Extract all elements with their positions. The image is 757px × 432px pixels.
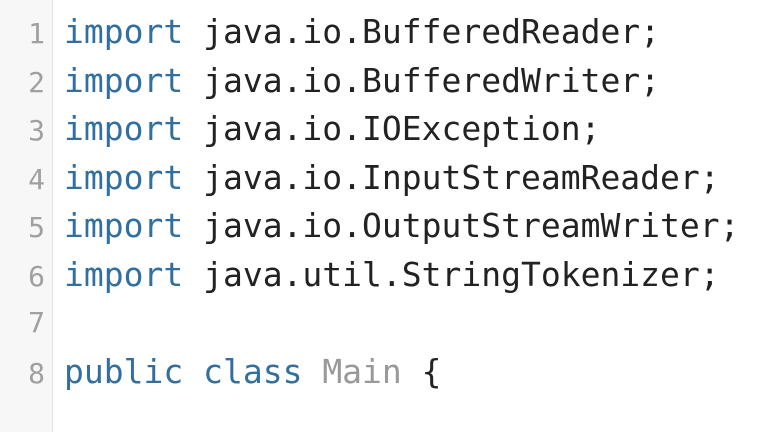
- code-token-class-name: Main: [322, 351, 402, 391]
- line-number: 8: [28, 356, 45, 390]
- code-line[interactable]: 6 import java.util.StringTokenizer;: [0, 251, 757, 300]
- line-number: 7: [28, 306, 45, 339]
- code-line-content: import java.util.StringTokenizer;: [54, 251, 757, 300]
- code-line[interactable]: 2 import java.io.BufferedWriter;: [0, 57, 757, 106]
- code-token-keyword: import: [64, 254, 184, 294]
- code-token-plain: java.io.BufferedWriter;: [183, 60, 661, 100]
- line-number: 5: [28, 211, 45, 244]
- code-token-plain: java.io.IOException;: [183, 109, 601, 148]
- code-token-plain: [183, 352, 203, 391]
- code-token-keyword: import: [64, 60, 184, 100]
- code-line[interactable]: 7: [0, 299, 757, 348]
- code-token-plain: java.io.BufferedReader;: [183, 12, 661, 51]
- code-area[interactable]: 1 import java.io.BufferedReader; 2 import j…: [0, 0, 757, 396]
- code-line-content: public class Main {: [54, 348, 757, 397]
- line-number: 4: [28, 162, 45, 196]
- code-token-plain: java.io.OutputStreamWriter;: [183, 206, 740, 245]
- code-line[interactable]: 3 import java.io.IOException;: [0, 105, 757, 154]
- code-token-plain: java.util.StringTokenizer;: [183, 254, 720, 294]
- code-line[interactable]: 4 import java.io.InputStreamReader;: [0, 154, 757, 203]
- line-number: 1: [28, 17, 45, 50]
- code-line[interactable]: 1 import java.io.BufferedReader;: [0, 8, 757, 57]
- code-token-plain: [302, 352, 322, 391]
- code-line[interactable]: 5 import java.io.OutputStreamWriter;: [0, 202, 757, 251]
- code-token-keyword: import: [64, 206, 184, 245]
- code-token-keyword: import: [64, 12, 184, 51]
- code-line-content: import java.io.InputStreamReader;: [54, 154, 757, 203]
- code-line-content: import java.io.OutputStreamWriter;: [54, 202, 757, 251]
- code-token-plain: java.io.InputStreamReader;: [183, 157, 720, 197]
- code-token-keyword: import: [64, 157, 184, 197]
- code-line[interactable]: 8 public class Main {: [0, 348, 757, 397]
- code-token-keyword: public: [64, 351, 184, 391]
- code-line-content: import java.io.BufferedReader;: [54, 8, 757, 57]
- code-token-keyword: import: [64, 109, 184, 148]
- line-number: 3: [28, 114, 45, 147]
- code-token-plain: {: [401, 351, 442, 391]
- line-number: 6: [28, 259, 45, 293]
- line-number-gutter: [0, 0, 53, 432]
- code-line-content: import java.io.IOException;: [54, 105, 757, 154]
- line-number: 2: [28, 65, 45, 99]
- code-token-keyword: class: [203, 351, 303, 391]
- code-line-content: import java.io.BufferedWriter;: [54, 57, 757, 106]
